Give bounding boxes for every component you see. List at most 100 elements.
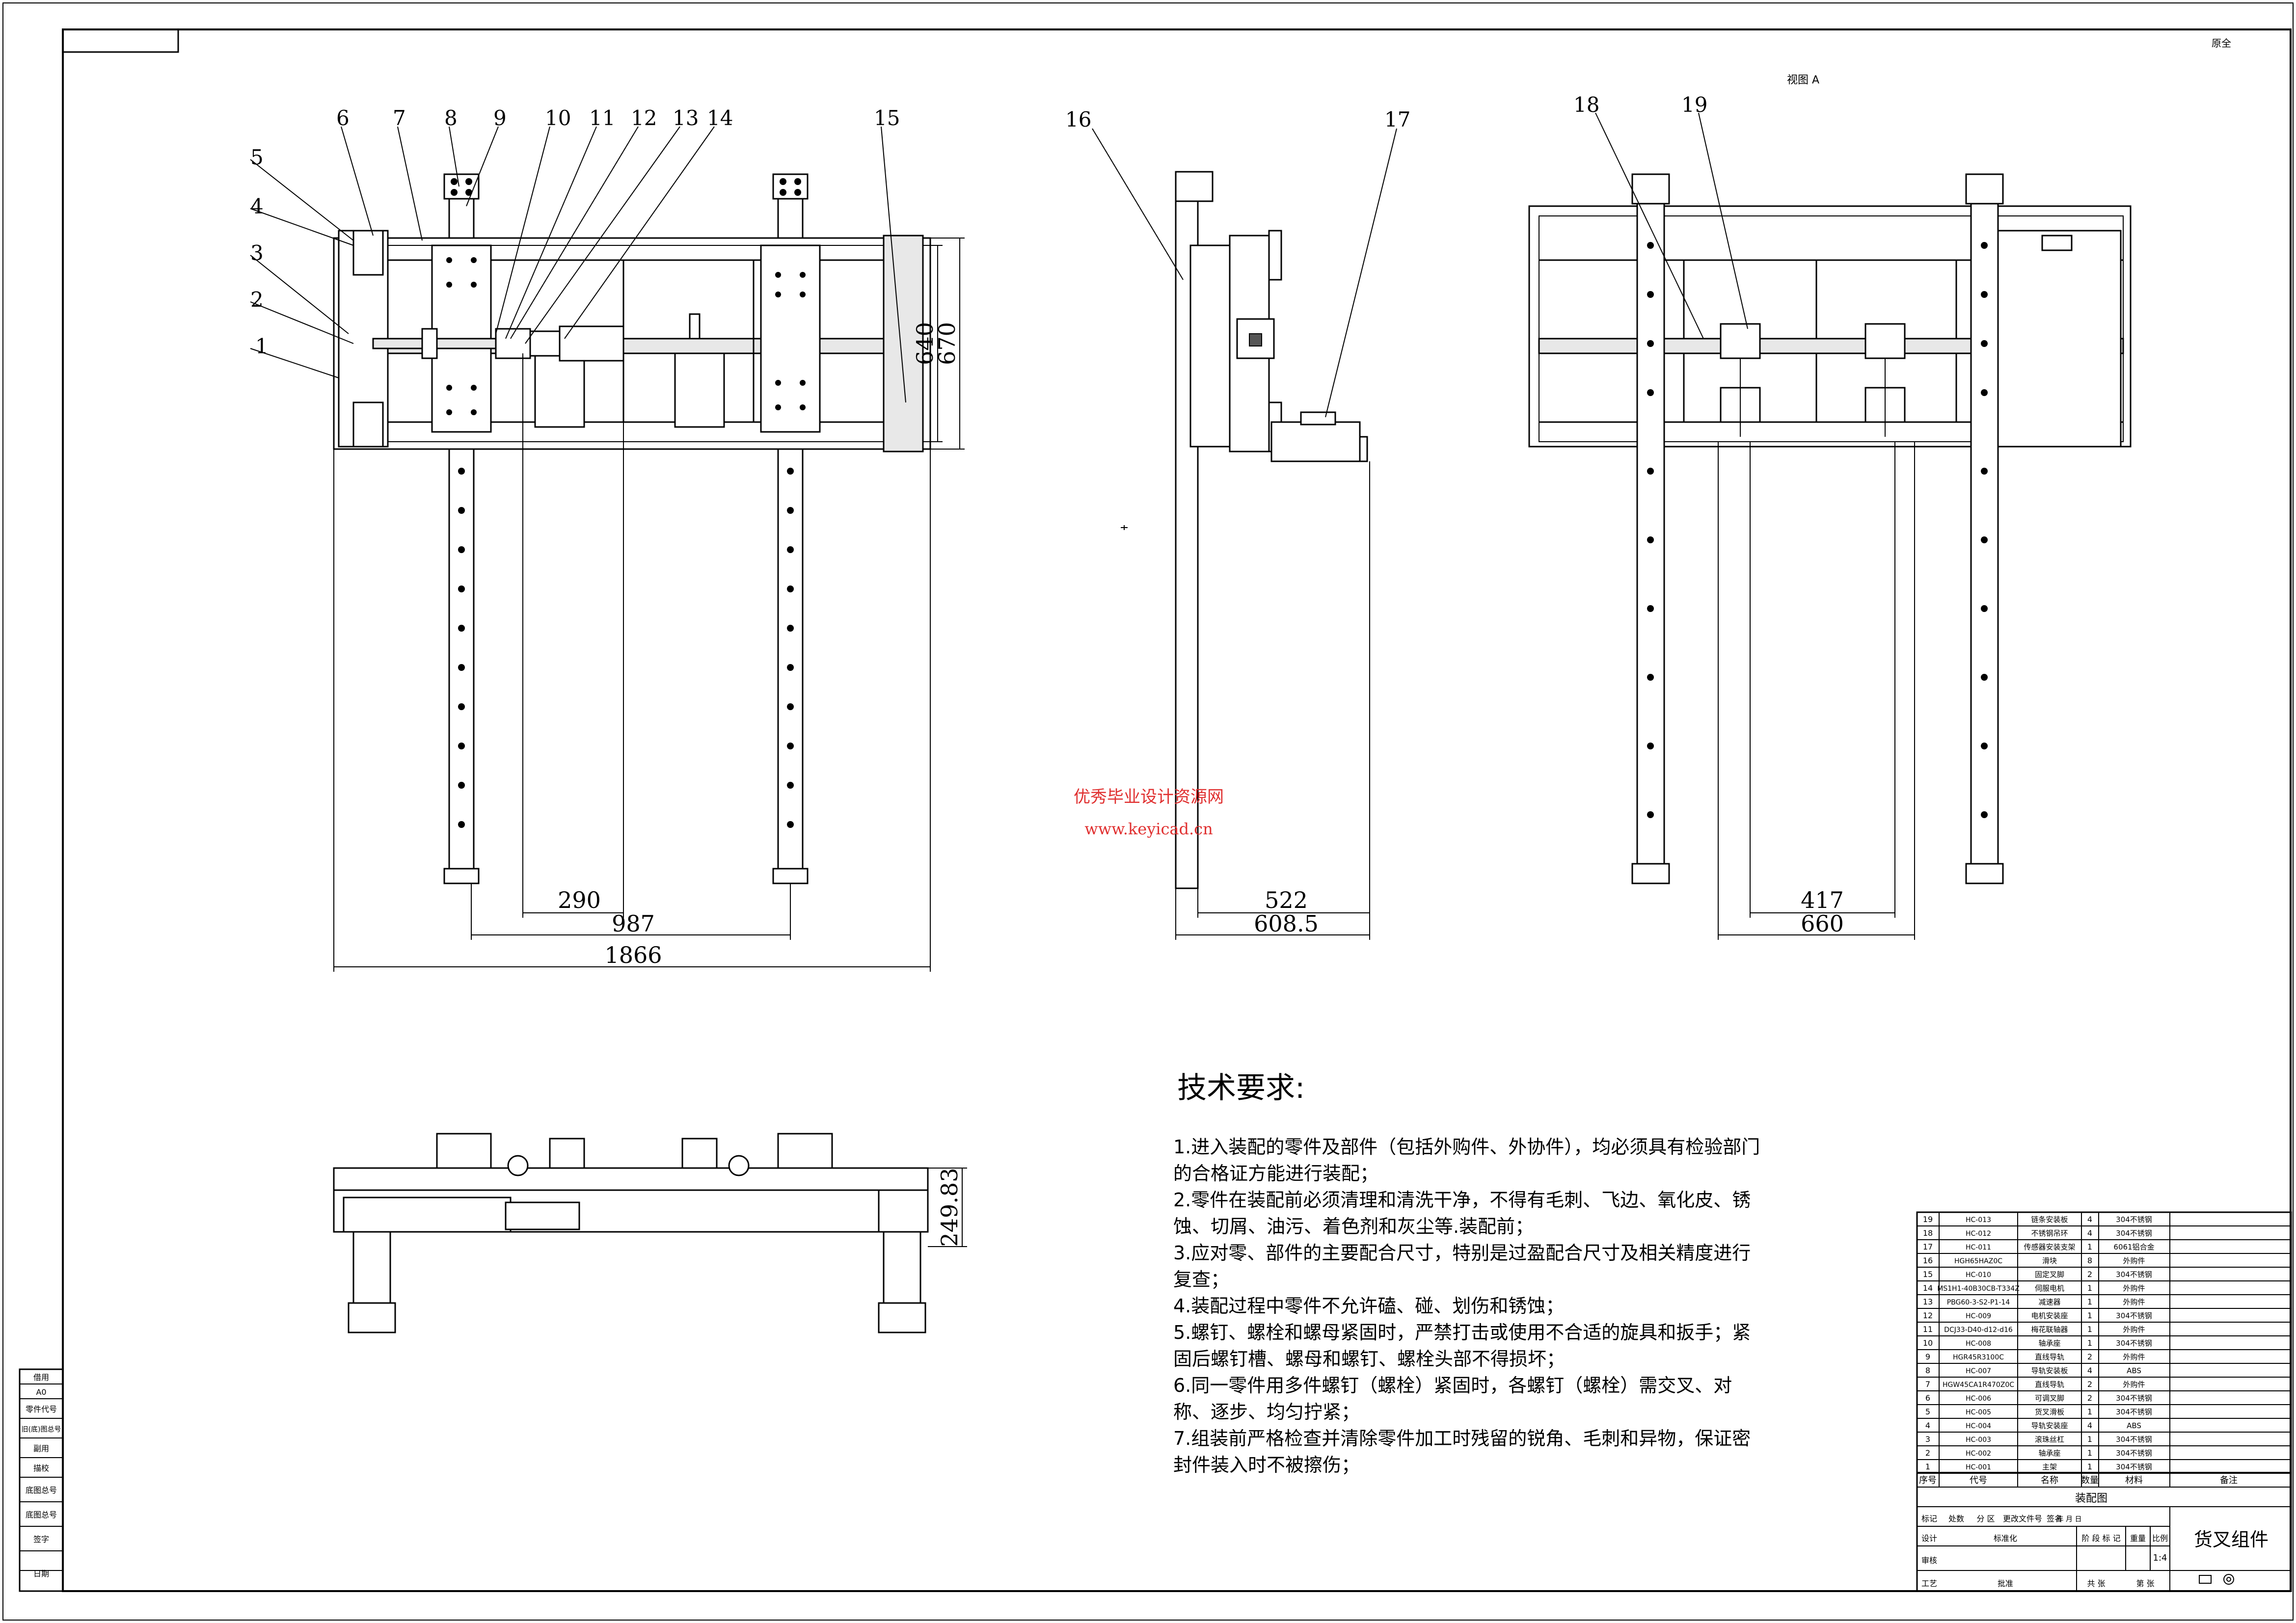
tb-label-mark: 标记 — [1921, 1514, 1937, 1523]
dim-249-83: 249.83 — [936, 1168, 963, 1247]
balloon-10: 10 — [545, 106, 571, 130]
bom-cell-material: 6061铝合金 — [2113, 1243, 2154, 1251]
bom-cell-qty: 1 — [2087, 1311, 2092, 1320]
tb-label-review: 审核 — [1921, 1556, 1937, 1565]
tech-req-item: 3.应对零、部件的主要配合尺寸，特别是过盈配合尺寸及相关精度进行复查； — [1173, 1242, 1751, 1290]
bom-cell-name: 直线导轨 — [2035, 1380, 2064, 1389]
balloon-13: 13 — [673, 106, 699, 130]
bom-cell-name: 滚珠丝杠 — [2035, 1435, 2064, 1444]
tech-req-title: 技术要求: — [1177, 1071, 1305, 1105]
bom-header-name: 名称 — [2041, 1475, 2058, 1486]
bom-cell-qty: 1 — [2087, 1242, 2092, 1251]
balloon-5: 5 — [250, 145, 264, 169]
title-block — [1917, 1487, 2291, 1591]
front-balloons — [250, 126, 906, 403]
tech-req-item: 2.零件在装配前必须清理和清洗干净，不得有毛刺、飞边、氧化皮、锈蚀、切屑、油污、… — [1173, 1189, 1751, 1237]
bom-cell-code: HC-013 — [1966, 1216, 1991, 1224]
bom-cell-material: ABS — [2127, 1366, 2141, 1375]
bom-cell-material: 外购件 — [2123, 1284, 2145, 1293]
strip-label: 副用 — [33, 1444, 49, 1453]
tb-label-weight: 重量 — [2130, 1534, 2146, 1543]
bom-cell-code: HC-007 — [1966, 1367, 1991, 1375]
tb-label-sheet: 第 张 — [2136, 1579, 2154, 1588]
bom-cell-material: 304不锈钢 — [2116, 1394, 2152, 1403]
strip-label: 借用 — [33, 1373, 49, 1382]
bom-cell-qty: 1 — [2087, 1338, 2092, 1348]
bom-cell-material: 外购件 — [2123, 1256, 2145, 1265]
bom-cell-no: 5 — [1925, 1407, 1930, 1416]
bom-cell-qty: 1 — [2087, 1435, 2092, 1444]
strip-label: A0 — [36, 1387, 46, 1397]
dim-1866: 1866 — [604, 942, 662, 968]
bom-cell-code: DCJ33-D40-d12-d16 — [1944, 1326, 2013, 1334]
bom-cell-qty: 2 — [2087, 1270, 2092, 1279]
bom-cell-name: 轴承座 — [2038, 1339, 2060, 1348]
balloon-1: 1 — [255, 334, 269, 358]
bom-cell-no: 14 — [1923, 1283, 1933, 1293]
bom-cell-name: 主架 — [2042, 1463, 2057, 1471]
bom-cell-material: 外购件 — [2123, 1325, 2145, 1334]
bom-cell-name: 直线导轨 — [2035, 1353, 2064, 1361]
bom-cell-no: 1 — [1925, 1462, 1930, 1471]
bom-cell-material: 304不锈钢 — [2116, 1215, 2152, 1224]
bom-cell-no: 11 — [1923, 1325, 1933, 1334]
top-view — [333, 1133, 967, 1333]
bom-cell-code: HC-002 — [1966, 1450, 1991, 1458]
tb-label-zone: 分 区 — [1976, 1514, 1995, 1523]
balloon-3: 3 — [250, 241, 264, 265]
balloon-8: 8 — [444, 106, 458, 130]
bom-cell-no: 15 — [1923, 1270, 1933, 1279]
tb-label-std: 标准化 — [1994, 1534, 2017, 1543]
bom-cell-no: 10 — [1923, 1338, 1933, 1348]
bom-cell-code: HC-004 — [1966, 1422, 1991, 1430]
bom-cell-no: 6 — [1925, 1393, 1930, 1403]
balloon-6: 6 — [336, 106, 350, 130]
bom-cell-no: 3 — [1925, 1435, 1930, 1444]
tb-label-sign: 签名 — [2047, 1514, 2062, 1523]
bom-cell-qty: 1 — [2087, 1407, 2092, 1416]
tech-req-item: 6.同一零件用多件螺钉（螺栓）紧固时，各螺钉（螺栓）需交叉、对称、逐步、均匀拧紧… — [1173, 1375, 1732, 1423]
bom-cell-code: HC-006 — [1966, 1395, 1991, 1403]
bom-cell-name: 不锈钢吊环 — [2031, 1229, 2068, 1238]
bom-cell-code: HC-011 — [1966, 1244, 1991, 1251]
balloon-18: 18 — [1573, 93, 1599, 117]
bom-cell-code: HC-010 — [1966, 1271, 1991, 1279]
bom-cell-qty: 1 — [2087, 1297, 2092, 1306]
front-view — [333, 173, 965, 972]
strip-label: 零件代号 — [26, 1405, 57, 1414]
bom-header-qty: 数量 — [2081, 1475, 2099, 1486]
top-left-code-box — [62, 28, 179, 53]
bom-cell-material: 304不锈钢 — [2116, 1339, 2152, 1348]
bom-cell-material: 外购件 — [2123, 1353, 2145, 1361]
drawing-title: 货叉组件 — [2194, 1529, 2269, 1550]
bom-cell-qty: 2 — [2087, 1393, 2092, 1403]
bom-cell-no: 13 — [1923, 1297, 1933, 1306]
bom-cell-name: 电机安装座 — [2031, 1311, 2068, 1320]
bom-cell-material: ABS — [2127, 1421, 2141, 1430]
bom-cell-no: 16 — [1923, 1256, 1933, 1265]
balloon-15: 15 — [874, 106, 900, 130]
tb-label-design: 设计 — [1921, 1534, 1937, 1543]
bom-cell-code: HC-003 — [1966, 1436, 1991, 1444]
bom-cell-name: 链条安装板 — [2031, 1215, 2068, 1224]
bom-cell-material: 304不锈钢 — [2116, 1435, 2152, 1444]
dim-987: 987 — [612, 910, 655, 937]
bom-cell-no: 8 — [1925, 1366, 1930, 1375]
bom-cell-material: 304不锈钢 — [2116, 1408, 2152, 1416]
bom-cell-material: 外购件 — [2123, 1380, 2145, 1389]
watermark-line1: 优秀毕业设计资源网 — [1074, 787, 1224, 807]
bom-cell-qty: 2 — [2087, 1380, 2092, 1389]
tech-req-item: 5.螺钉、螺栓和螺母紧固时，严禁打击或使用不合适的旋具和扳手；紧固后螺钉槽、螺母… — [1173, 1322, 1751, 1370]
side-view — [1092, 128, 1397, 940]
balloon-12: 12 — [631, 106, 657, 130]
tech-req-item: 1.进入装配的零件及部件（包括外购件、外协件），均必须具有检验部门的合格证方能进… — [1173, 1136, 1760, 1184]
bom-cell-code: HC-012 — [1966, 1230, 1991, 1238]
bom-cell-qty: 2 — [2087, 1352, 2092, 1361]
bom-cell-material: 304不锈钢 — [2116, 1463, 2152, 1471]
bom-cell-no: 4 — [1925, 1421, 1930, 1430]
dim-640: 640 — [912, 322, 938, 365]
tb-label-scale: 比例 — [2152, 1534, 2168, 1543]
bom-header-code: 代号 — [1970, 1475, 1987, 1486]
bom-header-material: 材料 — [2125, 1475, 2143, 1486]
